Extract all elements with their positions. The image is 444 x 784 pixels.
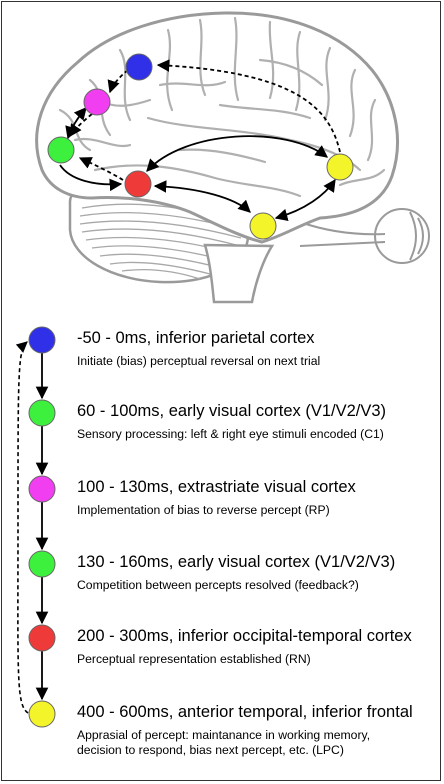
brain-diagram (35, 11, 430, 304)
brain-node-blue (125, 53, 153, 81)
timeline-node-yellow (28, 700, 56, 728)
arrow-red-yellow-frontal (146, 135, 329, 172)
step-description: decision to respond, bias next percept, … (77, 743, 344, 757)
step-title: 200 - 300ms, inferior occipital-temporal… (77, 627, 412, 645)
dashed-feedback-arrow (15, 341, 29, 714)
step-title: 60 - 100ms, early visual cortex (V1/V2/V… (77, 402, 387, 420)
dashed-arrow-red-to-green (78, 157, 124, 181)
arrow-green-red (59, 164, 123, 192)
brain-node-yellow (326, 153, 354, 181)
arrow-green-magenta (65, 107, 87, 140)
step-description: Initiate (bias) perceptual reversal on n… (77, 354, 321, 368)
brain-node-magenta (83, 88, 111, 116)
timeline-node-red (28, 624, 56, 652)
step-title: -50 - 0ms, inferior parietal cortex (77, 329, 315, 347)
dashed-arrow-blue-to-magenta (107, 69, 129, 94)
dashed-arrow-yellow-to-blue (156, 59, 341, 153)
step-title: 400 - 600ms, anterior temporal, inferior… (77, 703, 413, 721)
step-description: Apprasial of percept: maintanance in wor… (77, 728, 371, 742)
timeline-node-magenta (28, 475, 56, 503)
timeline-node-blue (28, 326, 56, 354)
timeline-node-green (28, 399, 56, 427)
step-title: 130 - 160ms, early visual cortex (V1/V2/… (77, 553, 396, 571)
connection-arrows (59, 59, 341, 222)
step-description: Implementation of bias to reverse percep… (77, 503, 330, 517)
arrow-yellow-yellow (274, 178, 336, 222)
timeline-node-green (28, 550, 56, 578)
eye-drawing (299, 208, 430, 264)
brainstem-drawing (203, 243, 275, 304)
step-description: Competition between percepts resolved (f… (77, 578, 359, 592)
brain-node-green (47, 136, 75, 164)
brain-node-yellow (249, 212, 277, 240)
step-description: Perceptual representation established (R… (77, 652, 311, 666)
arrow-red-yellow-temporal (153, 180, 251, 213)
brain-node-red (124, 170, 152, 198)
step-description: Sensory processing: left & right eye sti… (77, 427, 384, 441)
step-title: 100 - 130ms, extrastriate visual cortex (77, 478, 356, 496)
